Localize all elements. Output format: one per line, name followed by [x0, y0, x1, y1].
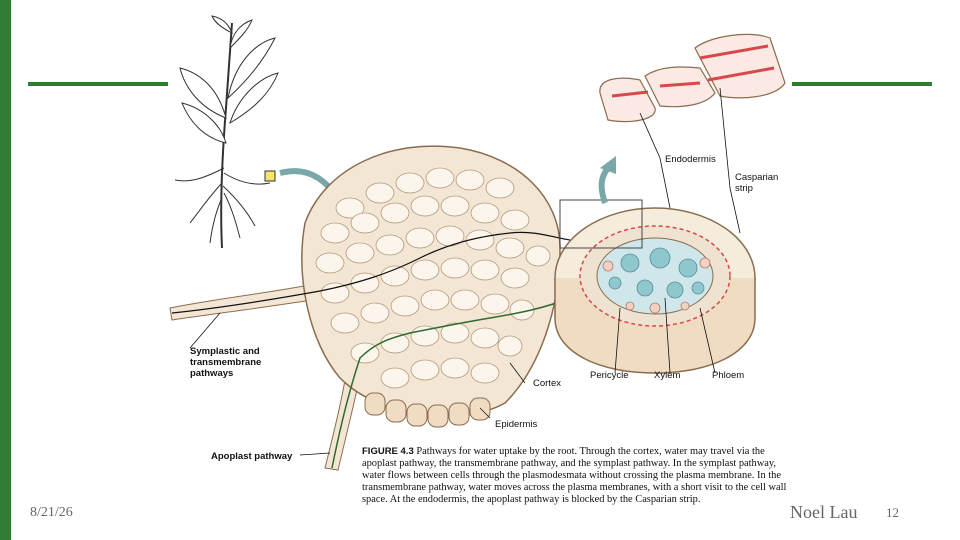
- label-pericycle: Pericycle: [590, 370, 629, 381]
- caption-text: Pathways for water uptake by the root. T…: [362, 446, 787, 505]
- label-epidermis: Epidermis: [495, 419, 538, 430]
- left-accent-bar: [0, 0, 11, 540]
- title-rule-left: [28, 82, 168, 86]
- plant-icon: [174, 15, 279, 249]
- label-endodermis: Endodermis: [665, 154, 716, 165]
- figure-caption: FIGURE 4.3 Pathways for water uptake by …: [362, 446, 792, 506]
- label-symplastic-pathways: Symplastic and transmembrane pathways: [190, 346, 262, 379]
- label-casparian-strip: Casparian strip: [735, 172, 779, 194]
- footer-page-number: 12: [886, 505, 899, 520]
- label-xylem: Xylem: [654, 370, 681, 381]
- footer-date: 8/21/26: [30, 505, 73, 520]
- arrow-icon: [279, 168, 331, 189]
- footer-author: Noel Lau: [790, 502, 858, 522]
- title-rule-right: [792, 82, 932, 86]
- label-cortex: Cortex: [533, 378, 561, 389]
- label-phloem: Phloem: [712, 370, 745, 381]
- figure-illustration: [169, 15, 786, 471]
- label-apoplast-pathway: Apoplast pathway: [211, 451, 293, 462]
- figure-number: FIGURE 4.3: [362, 446, 414, 457]
- root-water-pathway-figure: Endodermis Casparian strip Symplastic an…: [160, 8, 800, 533]
